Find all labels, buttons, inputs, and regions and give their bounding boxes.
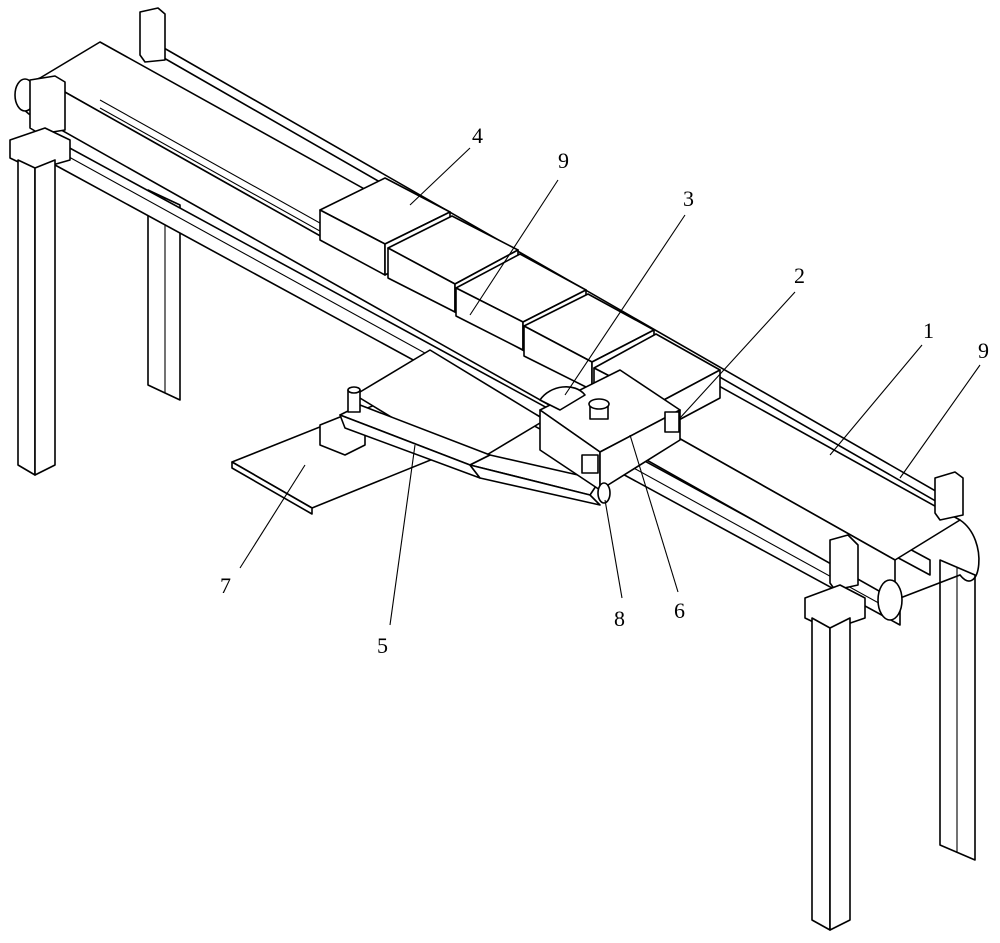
label-5: 5: [377, 633, 388, 658]
label-7: 7: [220, 573, 231, 598]
label-9-right: 9: [978, 338, 989, 363]
label-1: 1: [923, 318, 934, 343]
label-2: 2: [794, 263, 805, 288]
label-4: 4: [472, 123, 483, 148]
leg-right-front: [805, 535, 865, 930]
leg-left-front: [10, 128, 70, 475]
label-8: 8: [614, 606, 625, 631]
label-3: 3: [683, 186, 694, 211]
post-right-top: [935, 472, 963, 520]
leg-right-back: [940, 560, 975, 860]
label-9-upper: 9: [558, 148, 569, 173]
label-6: 6: [674, 598, 685, 623]
